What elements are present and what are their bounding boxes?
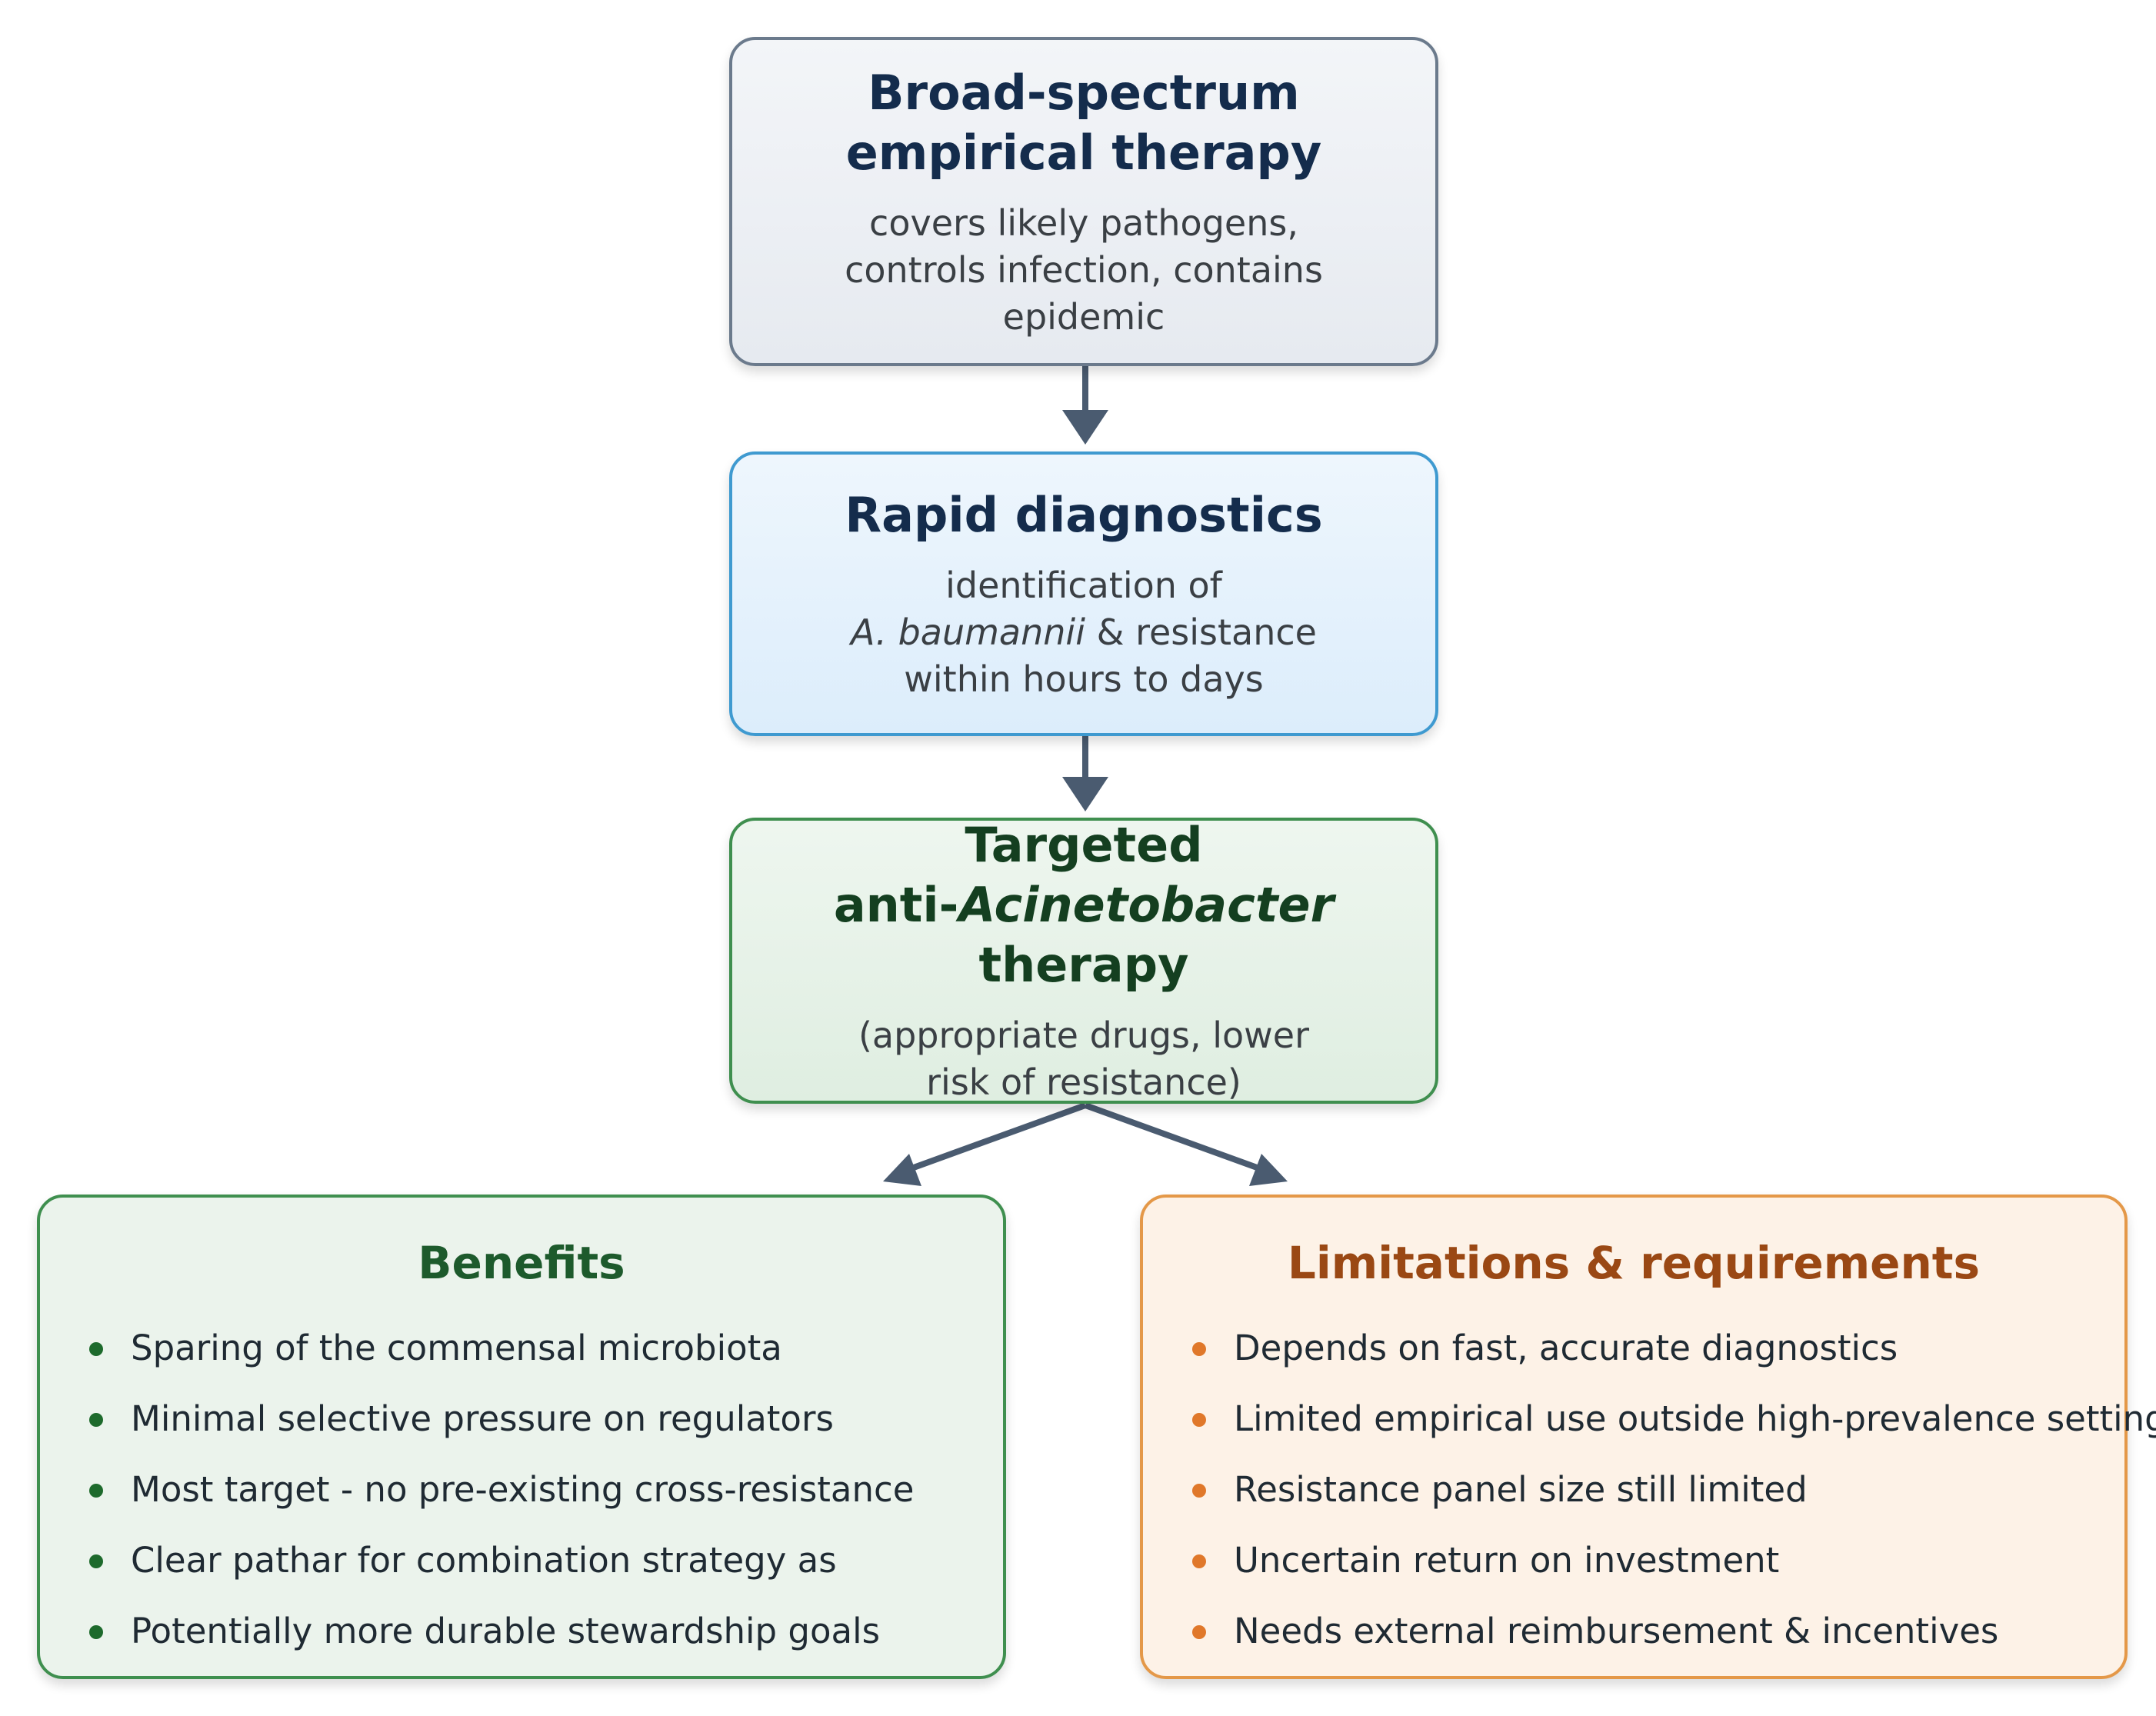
limitations-item-text: Needs external reimbursement & incentive… — [1234, 1611, 1999, 1651]
empirical-therapy-title: Broad-spectrum empirical therapy — [846, 63, 1322, 183]
arrow-targeted-to-limitations — [1084, 1102, 1288, 1186]
benefits-item-text: Most target - no pre-existing cross-resi… — [131, 1469, 915, 1510]
empirical-title-line-2: empirical therapy — [845, 124, 1322, 181]
targeted-therapy-box: Targeted anti-Acinetobacter therapy (app… — [729, 815, 1438, 1106]
limitations-title: Limitations & requirements — [1287, 1237, 1981, 1289]
benefits-item-text: Clear pathar for combination strategy as — [131, 1540, 837, 1581]
arrow-empirical-to-diagnostics — [1062, 366, 1108, 445]
bullet-icon — [1192, 1342, 1206, 1356]
benefits-item-text: Sparing of the commensal microbiota — [131, 1328, 782, 1368]
diagnostics-desc-line-3: within hours to days — [904, 658, 1264, 700]
limitations-item-text: Uncertain return on investment — [1234, 1540, 1780, 1581]
limitations-item-text: Depends on fast, accurate diagnostics — [1234, 1328, 1898, 1368]
bullet-icon — [89, 1554, 103, 1568]
targeted-desc-line-2: risk of resistance) — [926, 1061, 1241, 1103]
empirical-desc-line-2: controls infection, contains — [845, 248, 1323, 291]
benefits-panel: Benefits Sparing of the commensal microb… — [37, 1195, 1006, 1679]
diagnostics-desc-line-2: A. baumannii & resistance — [851, 609, 1317, 656]
arrow-targeted-to-benefits — [883, 1102, 1087, 1186]
genus-name: Acinetobacter — [958, 877, 1335, 933]
species-name: A. baumannii — [851, 611, 1085, 653]
benefits-title: Benefits — [418, 1237, 625, 1289]
bullet-icon — [1192, 1625, 1206, 1639]
bullet-icon — [89, 1484, 103, 1498]
empirical-therapy-box: Broad-spectrum empirical therapy covers … — [729, 37, 1438, 366]
arrow-diagnostics-to-targeted — [1062, 736, 1108, 811]
empirical-therapy-description: covers likely pathogens, controls infect… — [845, 200, 1323, 341]
targeted-title-prefix: anti- — [833, 877, 959, 933]
bullet-icon — [1192, 1413, 1206, 1427]
empirical-title-line-1: Broad-spectrum — [868, 64, 1300, 121]
rapid-diagnostics-box: Rapid diagnostics identification of A. b… — [729, 451, 1438, 736]
rapid-diagnostics-description: identification of A. baumannii & resista… — [851, 562, 1317, 703]
limitations-item-text: Limited empirical use outside high-preva… — [1234, 1398, 2156, 1439]
targeted-title-line-1: Targeted — [965, 817, 1203, 873]
targeted-therapy-title: Targeted anti-Acinetobacter therapy — [732, 815, 1435, 995]
benefits-item-text: Minimal selective pressure on regulators — [131, 1398, 834, 1439]
diagnostics-desc-line-2-rest: & resistance — [1085, 611, 1317, 653]
targeted-therapy-description: (appropriate drugs, lower risk of resist… — [858, 1012, 1309, 1106]
targeted-title-suffix: therapy — [978, 937, 1189, 993]
limitations-item-text: Resistance panel size still limited — [1234, 1469, 1808, 1510]
targeted-title-line-2: anti-Acinetobacter therapy — [732, 875, 1435, 995]
bullet-icon — [1192, 1554, 1206, 1568]
diagnostics-desc-line-1: identification of — [945, 564, 1222, 606]
bullet-icon — [89, 1413, 103, 1427]
bullet-icon — [89, 1342, 103, 1356]
bullet-icon — [1192, 1484, 1206, 1498]
empirical-desc-line-3: epidemic — [1002, 295, 1165, 338]
limitations-panel: Limitations & requirements Depends on fa… — [1140, 1195, 2156, 1679]
targeted-desc-line-1: (appropriate drugs, lower — [858, 1015, 1310, 1056]
bullet-icon — [89, 1625, 103, 1639]
empirical-desc-line-1: covers likely pathogens, — [869, 202, 1298, 244]
rapid-diagnostics-title: Rapid diagnostics — [845, 486, 1323, 543]
benefits-item-text: Potentially more durable stewardship goa… — [131, 1611, 881, 1651]
